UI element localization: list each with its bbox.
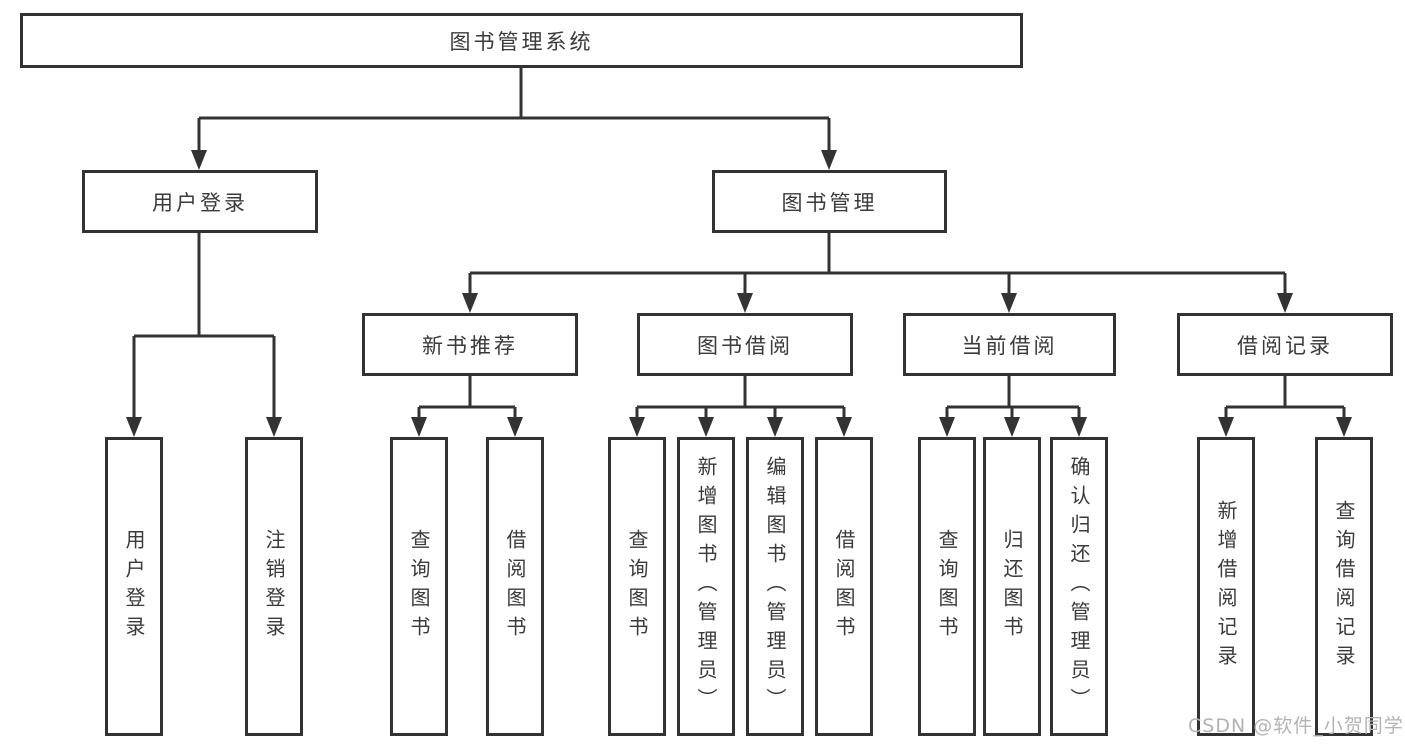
leaf-borrow-books-1: 借阅图书: [486, 437, 544, 736]
leaf-query-books-2: 查询图书: [608, 437, 666, 736]
leaf-confirm-return-admin: 确认归还（管理员）: [1050, 437, 1108, 736]
node-label: 确认归还（管理员）: [1067, 456, 1091, 717]
node-label: 查询借阅记录: [1332, 499, 1356, 674]
node-user-login-module: 用户登录: [82, 170, 318, 233]
node-label: 新书推荐: [422, 333, 518, 358]
leaf-user-login: 用户登录: [105, 437, 163, 736]
node-label: 图书借阅: [697, 333, 793, 358]
node-label: 当前借阅: [961, 333, 1058, 358]
leaf-query-borrow-record: 查询借阅记录: [1315, 437, 1373, 736]
node-label: 注销登录: [262, 528, 286, 645]
node-label: 编辑图书（管理员）: [763, 456, 787, 717]
node-label: 查询图书: [625, 528, 649, 645]
node-label: 新增借阅记录: [1214, 499, 1238, 674]
arrowheads: [126, 150, 1352, 437]
node-label: 新增图书（管理员）: [694, 456, 718, 717]
node-label: 查询图书: [935, 528, 959, 645]
node-book-management-module: 图书管理: [712, 170, 947, 233]
node-root-system: 图书管理系统: [20, 13, 1023, 68]
leaf-edit-book-admin: 编辑图书（管理员）: [746, 437, 804, 736]
node-label: 归还图书: [1000, 528, 1024, 645]
node-label: 查询图书: [407, 528, 431, 645]
leaf-add-borrow-record: 新增借阅记录: [1197, 437, 1255, 736]
node-label: 图书管理系统: [449, 29, 594, 54]
node-borrowing-records: 借阅记录: [1177, 313, 1393, 376]
node-label: 图书管理: [781, 190, 878, 215]
node-current-borrowing: 当前借阅: [903, 313, 1116, 376]
leaf-add-book-admin: 新增图书（管理员）: [677, 437, 735, 736]
leaf-return-book: 归还图书: [983, 437, 1041, 736]
leaf-query-books-3: 查询图书: [918, 437, 976, 736]
node-label: 借阅记录: [1237, 333, 1333, 358]
node-label: 用户登录: [122, 528, 146, 645]
node-book-borrowing: 图书借阅: [637, 313, 853, 376]
node-label: 用户登录: [152, 190, 248, 215]
csdn-watermark: CSDN @软件_小贺同学: [1188, 715, 1404, 737]
node-new-book-recommend: 新书推荐: [362, 313, 578, 376]
node-label: 借阅图书: [503, 528, 527, 645]
leaf-logout: 注销登录: [245, 437, 303, 736]
node-label: 借阅图书: [832, 528, 856, 645]
leaf-borrow-books-2: 借阅图书: [815, 437, 873, 736]
leaf-query-books-1: 查询图书: [390, 437, 448, 736]
